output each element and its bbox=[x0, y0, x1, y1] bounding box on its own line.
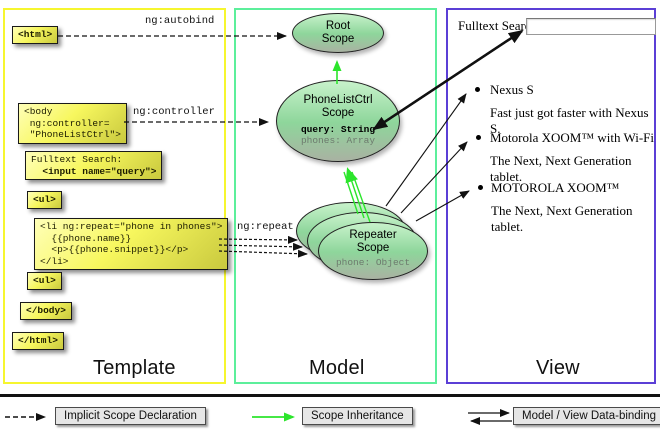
view-item-title: Nexus S bbox=[490, 82, 534, 97]
model-column bbox=[234, 8, 437, 384]
code-line: <p>{{phone.snippet}}</p> bbox=[40, 244, 189, 255]
code-line: {{phone.name}} bbox=[40, 232, 132, 244]
view-search-label: Fulltext Search: bbox=[458, 18, 541, 33]
scope-title: Repeater bbox=[349, 229, 397, 241]
code-line: <ul> bbox=[33, 275, 56, 286]
scope-property: phones: Array bbox=[300, 135, 376, 146]
repeater-scope-ellipse: Repeater Scope phone: Object bbox=[318, 222, 428, 280]
code-line: </body> bbox=[26, 305, 66, 316]
list-bullet bbox=[476, 135, 481, 140]
code-line: <li ng:repeat="phone in phones"> bbox=[40, 221, 223, 232]
code-line: <input name="query"> bbox=[31, 165, 157, 177]
ul-close-tag-box: <ul> bbox=[27, 272, 62, 290]
code-line: <ul> bbox=[33, 194, 56, 205]
scope-property: phone: Object bbox=[335, 257, 411, 268]
fulltext-search-code-box: Fulltext Search: <input name="query"> bbox=[25, 151, 163, 180]
scope-title: Scope bbox=[321, 33, 355, 45]
view-column bbox=[446, 8, 656, 384]
legend-implicit-scope: Implicit Scope Declaration bbox=[55, 407, 206, 425]
body-open-tag-box: <body ng:controller= "PhoneListCtrl"> bbox=[18, 103, 127, 144]
scope-property: query: String bbox=[300, 124, 376, 135]
view-item-desc: The Next, Next Generation tablet. bbox=[490, 153, 632, 184]
code-line: Fulltext Search: bbox=[31, 154, 123, 165]
code-line: <html> bbox=[18, 29, 53, 40]
body-close-tag-box: </body> bbox=[20, 302, 72, 320]
code-line: </html> bbox=[18, 335, 58, 346]
code-line: "PhoneListCtrl"> bbox=[24, 129, 121, 140]
legend-scope-inheritance: Scope Inheritance bbox=[302, 407, 413, 425]
legend-separator-line bbox=[0, 394, 660, 397]
li-repeat-code-box: <li ng:repeat="phone in phones"> {{phone… bbox=[34, 218, 229, 270]
view-search-input[interactable] bbox=[526, 18, 656, 35]
phonelistctrl-scope-ellipse: PhoneListCtrl Scope query: String phones… bbox=[276, 80, 400, 162]
scope-title: Root bbox=[325, 20, 351, 32]
ng-autobind-label: ng:autobind bbox=[145, 15, 215, 27]
ng-controller-label: ng:controller bbox=[133, 106, 215, 118]
legend-model-view-binding: Model / View Data-binding bbox=[513, 407, 660, 425]
list-bullet bbox=[475, 87, 480, 92]
ng-repeat-label: ng:repeat bbox=[237, 221, 294, 233]
scope-title: Scope bbox=[321, 107, 355, 119]
code-line: ng:controller= bbox=[24, 117, 110, 129]
html-open-tag-box: <html> bbox=[12, 26, 59, 44]
code-line: </li> bbox=[40, 255, 69, 267]
view-item-title: MOTOROLA XOOM™ bbox=[491, 180, 620, 195]
scope-title: PhoneListCtrl bbox=[303, 94, 373, 106]
view-item-desc: The Next, Next Generation tablet. bbox=[491, 203, 633, 234]
model-column-title: Model bbox=[309, 357, 365, 379]
html-close-tag-box: </html> bbox=[12, 332, 64, 350]
ul-open-tag-box: <ul> bbox=[27, 191, 62, 209]
list-bullet bbox=[478, 185, 483, 190]
template-column-title: Template bbox=[93, 357, 176, 379]
code-line: <body bbox=[24, 106, 53, 117]
view-item-title: Motorola XOOM™ with Wi-Fi bbox=[490, 130, 655, 145]
root-scope-ellipse: Root Scope bbox=[292, 13, 384, 53]
scope-title: Scope bbox=[356, 242, 390, 254]
view-column-title: View bbox=[536, 357, 580, 379]
